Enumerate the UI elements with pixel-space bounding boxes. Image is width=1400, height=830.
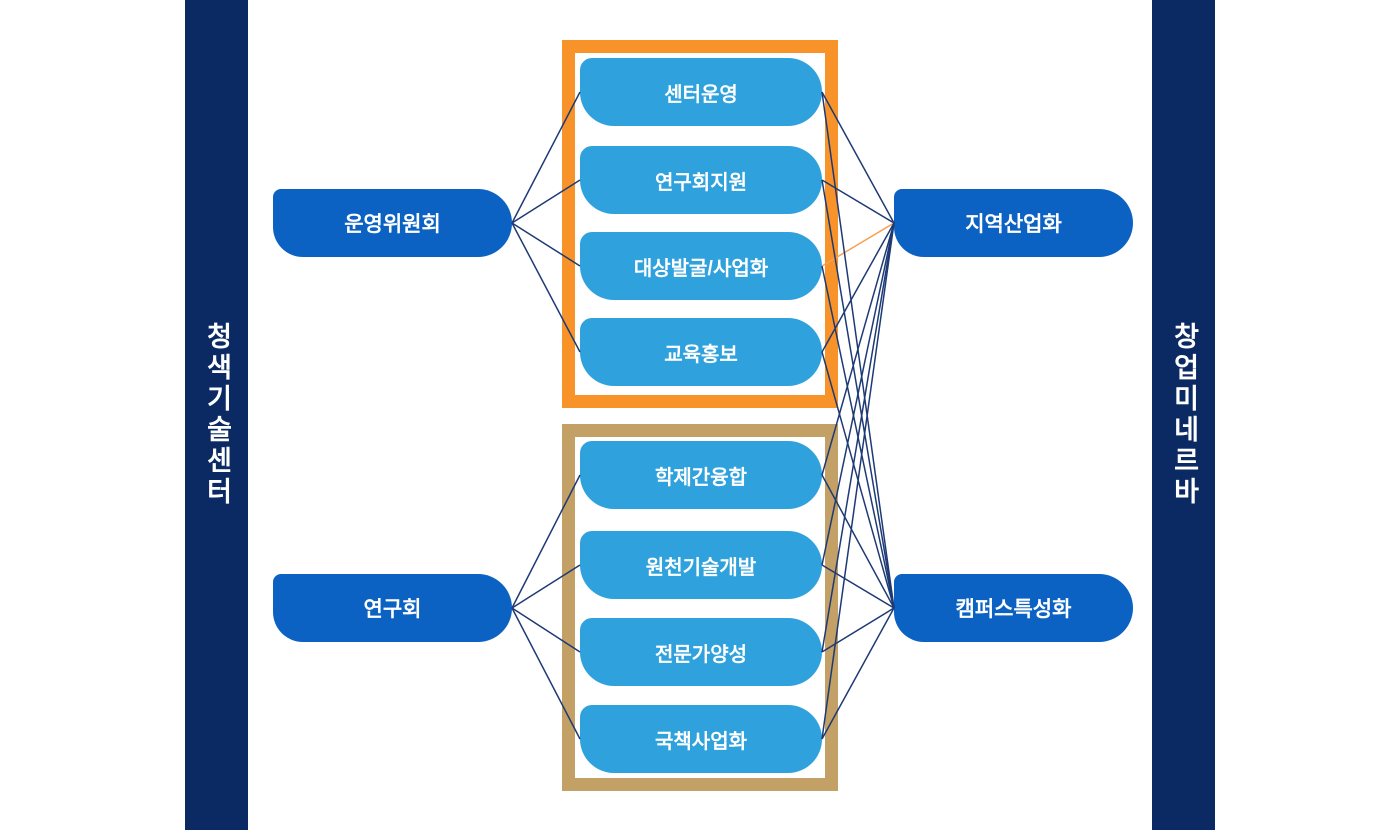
node-research-group-label: 연구회 [363, 598, 422, 621]
item-national-project-commercialization: 국책사업화 [580, 705, 822, 773]
item-education-promotion-label: 교육홍보 [664, 343, 738, 366]
item-center-operation-label: 센터운영 [664, 83, 738, 106]
node-regional-industrialization: 지역산업화 [894, 189, 1133, 257]
item-center-operation: 센터운영 [580, 58, 822, 126]
node-campus-specialization-label: 캠퍼스특성화 [955, 598, 1072, 621]
node-regional-industrialization-label: 지역산업화 [965, 213, 1062, 236]
node-operating-committee: 운영위원회 [273, 189, 512, 257]
item-expert-training: 전문가양성 [580, 618, 822, 686]
left-sidebar-label: 청색기술센터 [202, 322, 232, 508]
item-expert-training-label: 전문가양성 [655, 643, 747, 666]
item-research-support-label: 연구회지원 [655, 171, 747, 194]
item-national-project-commercialization-label: 국책사업화 [655, 730, 747, 753]
node-research-group: 연구회 [273, 574, 512, 642]
item-core-technology-development: 원천기술개발 [580, 531, 822, 599]
item-interdisciplinary-convergence: 학제간융합 [580, 441, 822, 509]
item-research-support: 연구회지원 [580, 146, 822, 214]
item-target-discovery-commercialization: 대상발굴/사업화 [580, 232, 822, 300]
node-operating-committee-label: 운영위원회 [344, 213, 441, 236]
item-education-promotion: 교육홍보 [580, 318, 822, 386]
left-sidebar: 청색기술센터 [185, 0, 248, 830]
item-interdisciplinary-convergence-label: 학제간융합 [655, 466, 747, 489]
right-sidebar-label: 창업미네르바 [1169, 322, 1199, 508]
item-core-technology-development-label: 원천기술개발 [645, 556, 757, 579]
item-target-discovery-commercialization-label: 대상발굴/사업화 [633, 257, 769, 280]
node-campus-specialization: 캠퍼스특성화 [894, 574, 1133, 642]
right-sidebar: 창업미네르바 [1152, 0, 1215, 830]
